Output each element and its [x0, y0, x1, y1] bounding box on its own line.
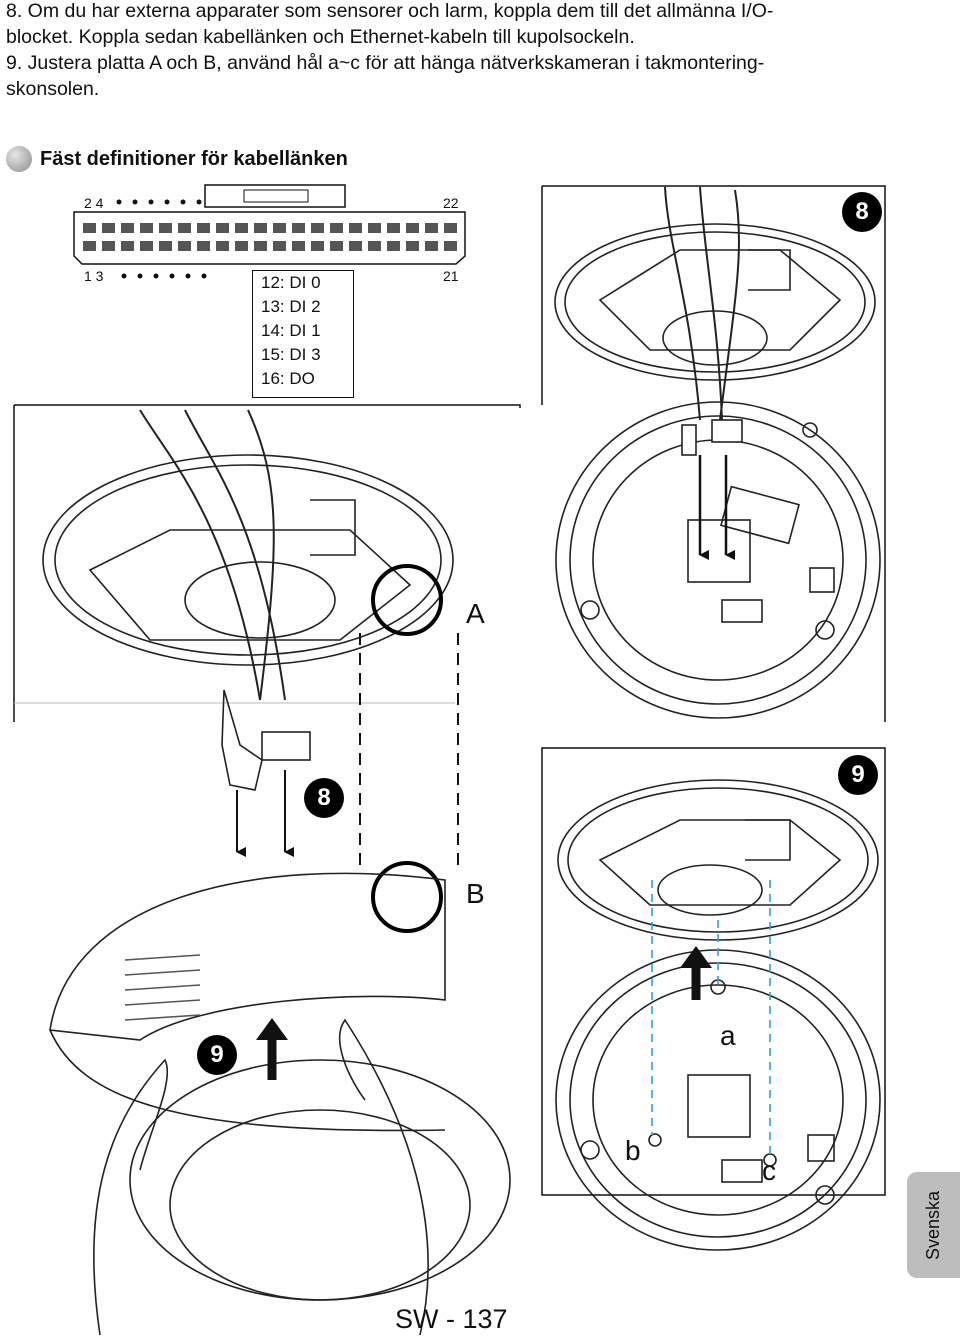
section-heading: Fäst definitioner för kabellänken	[6, 142, 348, 176]
section-title: Fäst definitioner för kabellänken	[40, 147, 348, 170]
pin-label-bottom-left: 1 3	[84, 268, 104, 284]
pin-definition-line: 14: DI 1	[261, 321, 321, 340]
language-tab-label: Svenska	[923, 1190, 944, 1260]
dome-base-top-right	[555, 401, 881, 719]
instruction-line-2: blocket. Koppla sedan kabellänken och Et…	[6, 26, 635, 48]
pin-label-top-right: 22	[443, 195, 459, 211]
instruction-line-1: 8. Om du har externa apparater som senso…	[6, 0, 774, 22]
hole-b-label: b	[625, 1135, 641, 1166]
dome-base-bottom-right	[555, 949, 881, 1251]
pin-definition-line: 12: DI 0	[261, 273, 321, 292]
pin-definition-line: 13: DI 2	[261, 297, 321, 316]
bracket-bottom-right	[557, 779, 879, 941]
hole-a-label: a	[720, 1020, 736, 1051]
camera-dome-large	[49, 872, 511, 1336]
step-9-badge: 9	[838, 755, 878, 795]
pin-definition-box: 12: DI 0 13: DI 2 14: DI 1 15: DI 3 16: …	[252, 270, 354, 398]
page-number: SW - 137	[395, 1304, 508, 1334]
bullet-circle-icon	[6, 146, 32, 172]
pin-label-bottom-right: 21	[443, 268, 459, 284]
step-9-badge: 9	[197, 1035, 237, 1075]
step-8-badge: 8	[842, 192, 882, 232]
bracket-top-right	[554, 186, 876, 421]
plate-a-label: A	[466, 598, 485, 629]
bracket-large	[42, 409, 454, 791]
pin-label-top-left: 2 4	[84, 195, 104, 211]
pin-definition-line: 15: DI 3	[261, 345, 321, 364]
language-tab: Svenska	[907, 1172, 960, 1278]
panel-frames	[13, 185, 886, 1196]
instruction-line-4: skonsolen.	[6, 78, 100, 100]
pin-definition-line: 16: DO	[261, 369, 315, 388]
step-8-badge: 8	[304, 778, 344, 818]
connector-diagram	[73, 184, 466, 279]
instruction-line-3: 9. Justera platta A och B, använd hål a~…	[6, 52, 765, 74]
plate-b-label: B	[466, 878, 485, 909]
hole-c-label: c	[762, 1155, 776, 1186]
